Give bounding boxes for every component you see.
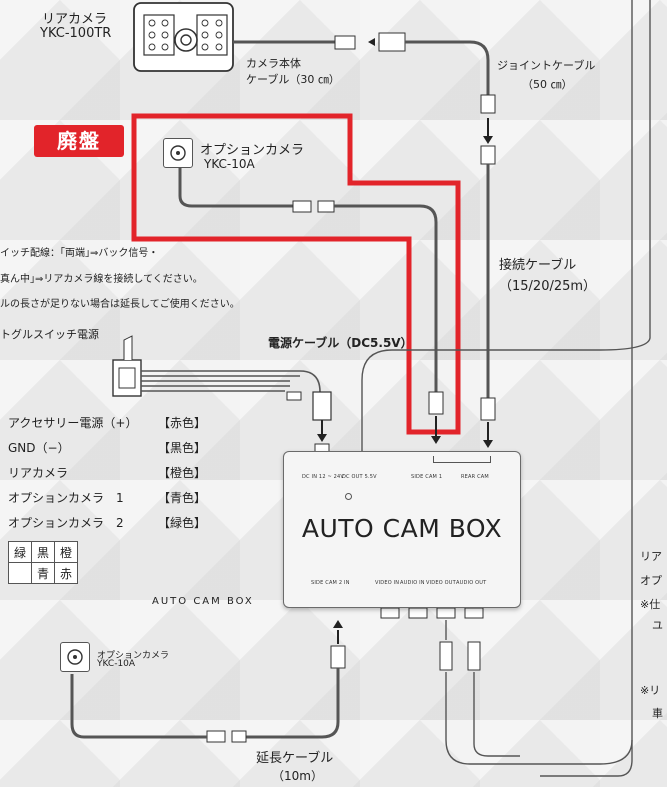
option-camera-bottom-label: オプションカメラ bbox=[97, 651, 170, 661]
color-grid: 緑 黒 橙 青 赤 bbox=[8, 541, 78, 584]
auto-cam-box: DC IN 12 ~ 24V DC OUT 5.5V SIDE CAM 1 RE… bbox=[283, 451, 521, 608]
option-camera-top-label: オプションカメラ bbox=[200, 143, 305, 158]
option-camera-bottom-icon bbox=[60, 642, 90, 672]
box-title: AUTO CAM BOX bbox=[301, 514, 503, 543]
note-line-3: ルの長さが足りない場合は延長してご使用ください。 bbox=[0, 299, 240, 310]
port-audio-out: AUDIO OUT bbox=[456, 580, 487, 586]
discontinued-badge: 廃盤 bbox=[34, 125, 124, 157]
option-camera-bottom-model: YKC-10A bbox=[97, 659, 136, 669]
connection-cable-label: 接続ケーブル bbox=[499, 258, 577, 273]
right-fragment: ※リ bbox=[640, 684, 661, 697]
grid-cell: 青 bbox=[31, 562, 55, 584]
port-rear-cam: REAR CAM bbox=[461, 474, 489, 480]
grid-cell bbox=[8, 562, 32, 584]
wiring-row-accessory: アクセサリー電源（+） bbox=[8, 416, 138, 430]
toggle-switch-label: トグルスイッチ電源 bbox=[0, 328, 99, 341]
port-audio-in: AUDIO IN bbox=[400, 580, 425, 586]
right-fragment: ユ bbox=[652, 619, 663, 632]
note-line-2: 真ん中｣⇒リアカメラ線を接続してください。 bbox=[0, 274, 203, 285]
option-camera-top-model: YKC-10A bbox=[204, 157, 255, 171]
box-caption: AUTO CAM BOX bbox=[152, 596, 254, 607]
wiring-color-green: 【緑色】 bbox=[158, 516, 207, 530]
right-fragment: リア bbox=[640, 550, 662, 563]
wiring-color-black: 【黒色】 bbox=[158, 441, 207, 455]
port-video-out: VIDEO OUT bbox=[426, 580, 456, 586]
port-dc-out: DC OUT 5.5V bbox=[342, 474, 377, 480]
extension-cable-length: （10m） bbox=[272, 769, 323, 783]
right-fragment: ※仕 bbox=[640, 598, 661, 611]
rear-camera-label: リアカメラ bbox=[42, 12, 108, 27]
grid-cell: 橙 bbox=[54, 541, 78, 563]
wiring-row-option2: オプションカメラ 2 bbox=[8, 516, 124, 530]
extension-cable-label: 延長ケーブル bbox=[256, 751, 334, 766]
camera-lens-icon bbox=[170, 145, 186, 161]
right-fragment: オプ bbox=[640, 574, 662, 587]
wiring-color-orange: 【橙色】 bbox=[158, 466, 207, 480]
camera-cable-label: カメラ本体 bbox=[246, 57, 301, 70]
camera-cable-length: ケーブル（30 ㎝） bbox=[246, 73, 340, 86]
joint-cable-length: （50 ㎝） bbox=[522, 78, 573, 91]
led-indicator bbox=[345, 493, 352, 500]
port-dc-in: DC IN 12 ~ 24V bbox=[302, 474, 345, 480]
rear-camera-model: YKC-100TR bbox=[40, 26, 112, 41]
port-video-in: VIDEO IN bbox=[375, 580, 400, 586]
wiring-color-red: 【赤色】 bbox=[158, 416, 207, 430]
grid-cell: 赤 bbox=[54, 562, 78, 584]
grid-cell: 緑 bbox=[8, 541, 32, 563]
wiring-row-gnd: GND（−） bbox=[8, 441, 70, 455]
wiring-color-blue: 【青色】 bbox=[158, 491, 207, 505]
port-side-cam2: SIDE CAM 2 IN bbox=[311, 580, 350, 586]
joint-cable-label: ジョイントケーブル bbox=[497, 59, 596, 72]
grid-cell: 黒 bbox=[31, 541, 55, 563]
camera-lens-icon bbox=[67, 649, 83, 665]
power-cable-label: 電源ケーブル（DC5.5V） bbox=[268, 336, 413, 350]
wiring-row-option1: オプションカメラ 1 bbox=[8, 491, 124, 505]
note-line-1: イッチ配線：｢両端｣⇒バック信号・ bbox=[0, 248, 159, 259]
port-side-cam1: SIDE CAM 1 bbox=[411, 474, 443, 480]
connection-cable-length: （15/20/25m） bbox=[499, 279, 597, 294]
option-camera-top-icon bbox=[163, 138, 193, 168]
right-fragment: 車 bbox=[652, 707, 663, 720]
wiring-row-rear: リアカメラ bbox=[8, 466, 69, 480]
